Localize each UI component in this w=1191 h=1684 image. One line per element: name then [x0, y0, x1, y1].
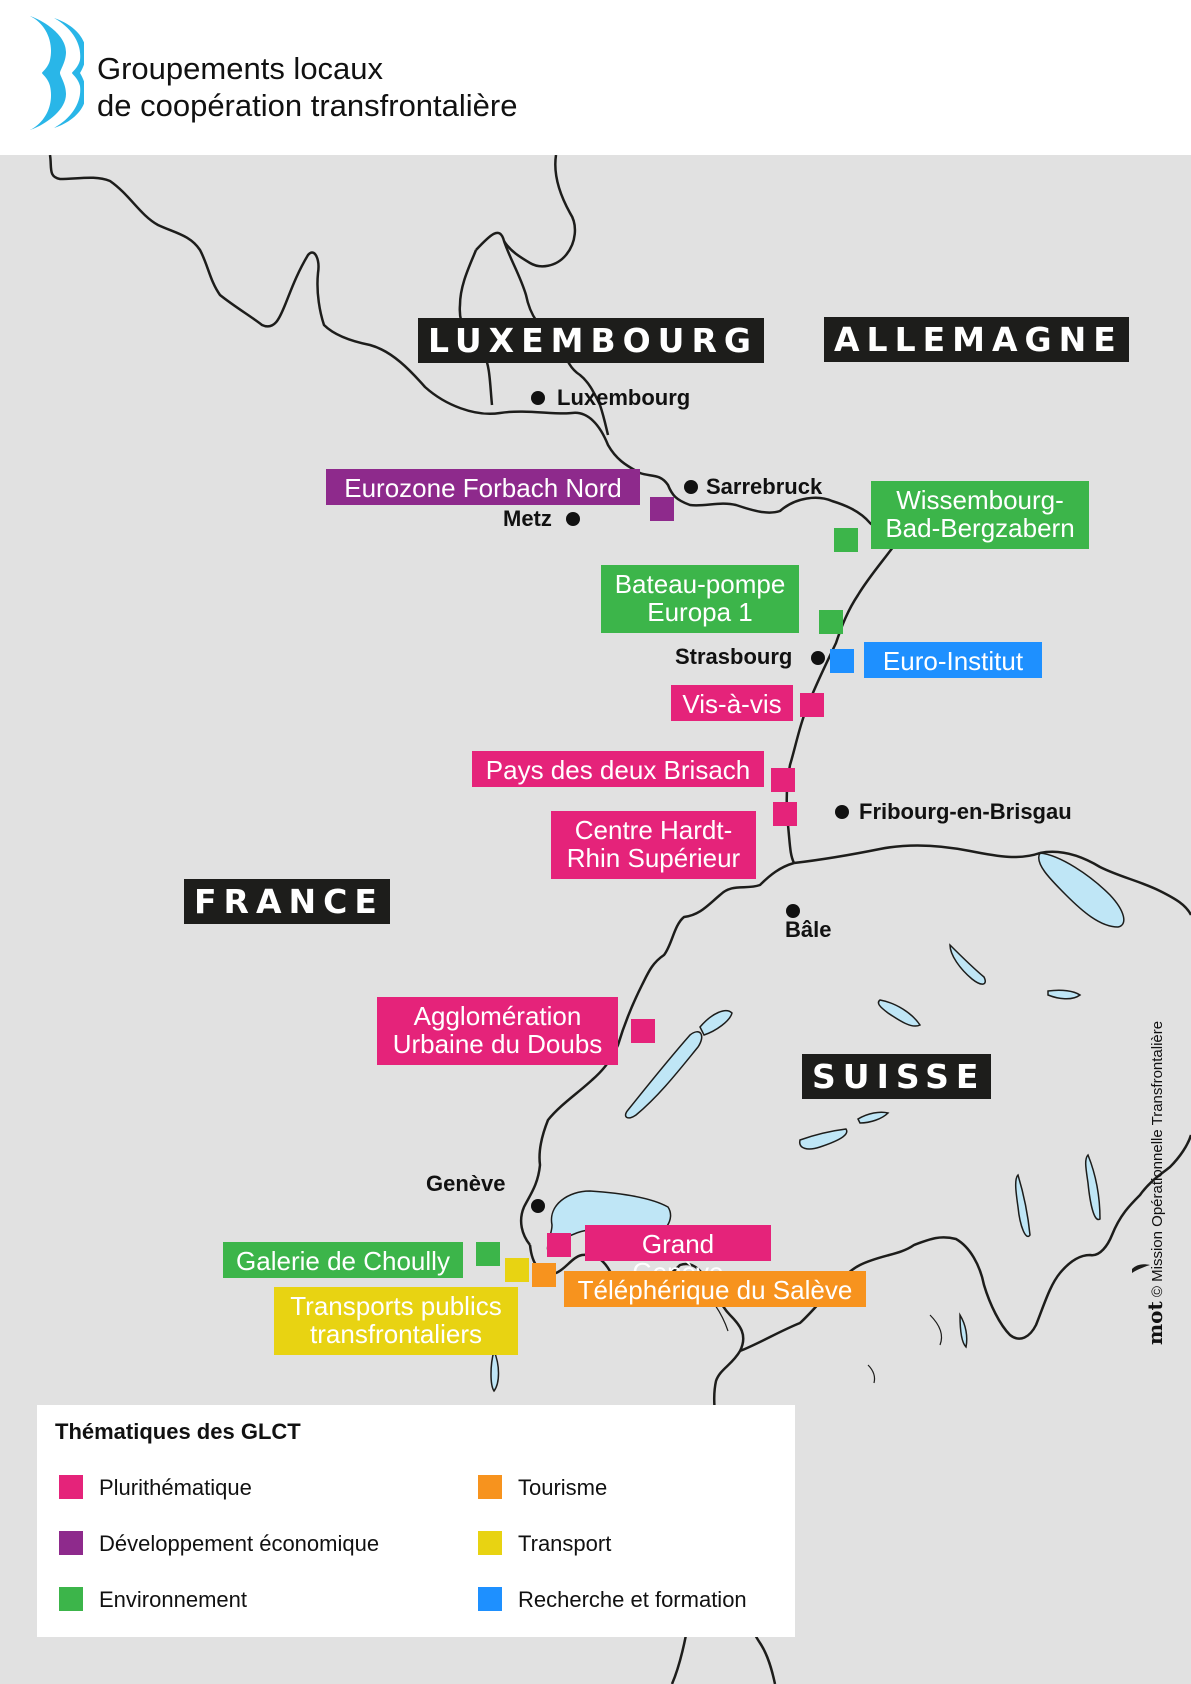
border-lux-north	[502, 155, 577, 268]
city-label-luxembourg: Luxembourg	[557, 385, 691, 410]
lake-maggiore	[1014, 1173, 1031, 1238]
credit-logo-mot: mot	[1143, 1301, 1167, 1345]
lake-lucerne	[877, 999, 922, 1027]
lake-neuchatel	[624, 1031, 703, 1119]
glct-marker-bateau	[819, 610, 843, 634]
legend-swatch	[59, 1531, 83, 1555]
city-label-sarrebruck: Sarrebruck	[706, 474, 823, 499]
lake-zurich	[949, 943, 986, 985]
glct-marker-brisach	[771, 768, 795, 792]
glct-label-wissembourg: Wissembourg- Bad-Bergzabern	[871, 481, 1089, 549]
glct-label-visavis: Vis-à-vis	[671, 685, 793, 721]
city-dot-bale	[786, 904, 800, 918]
city-dot-sarrebruck	[684, 480, 698, 494]
legend-label: Recherche et formation	[518, 1587, 747, 1612]
lake-thun	[799, 1128, 848, 1150]
country-label-allemagne: ALLEMAGNE	[824, 317, 1129, 362]
glct-marker-saleve	[532, 1263, 556, 1287]
legend-label: Plurithématique	[99, 1475, 252, 1500]
bracket-logo-icon	[30, 16, 84, 130]
glct-label-doubs: Agglomération Urbaine du Doubs	[377, 997, 618, 1065]
city-label-bale: Bâle	[785, 917, 832, 942]
legend-label: Développement économique	[99, 1531, 380, 1556]
glct-label-brisach: Pays des deux Brisach	[472, 751, 764, 787]
border-swiss-italy	[739, 1134, 1191, 1353]
legend-label: Environnement	[99, 1587, 247, 1612]
glct-label-transports: Transports publics transfrontaliers	[274, 1287, 518, 1355]
lake-walensee	[1047, 989, 1082, 1000]
border-north	[48, 155, 899, 542]
glct-marker-wissembourg	[834, 528, 858, 552]
lake-brienz	[857, 1111, 890, 1124]
border-swiss-west	[519, 861, 795, 1246]
country-label-suisse: SUISSE	[802, 1054, 992, 1099]
page-title: Groupements locaux de coopération transf…	[97, 50, 517, 124]
glct-label-eurozone: Eurozone Forbach Nord	[326, 469, 640, 505]
mot-logo-icon	[1132, 1264, 1150, 1273]
lake-ticino	[959, 1312, 968, 1349]
lake-annecy	[490, 1348, 500, 1393]
glct-marker-grandgeneve	[547, 1233, 571, 1257]
city-dot-luxembourg	[531, 391, 545, 405]
glct-marker-visavis	[800, 693, 824, 717]
title-line-2: de coopération transfrontalière	[97, 88, 518, 123]
glct-label-euroinstitut: Euro-Institut	[864, 642, 1042, 678]
legend-title: Thématiques des GLCT	[55, 1419, 301, 1444]
legend: Thématiques des GLCT Plurithématique Dév…	[37, 1405, 795, 1637]
city-dot-strasbourg	[811, 651, 825, 665]
country-label-france: FRANCE	[184, 879, 390, 924]
lake-biel	[699, 1009, 733, 1036]
border-swiss-austria	[1039, 850, 1191, 916]
lake-como	[1084, 1153, 1101, 1221]
title-line-1: Groupements locaux	[97, 51, 384, 86]
city-dot-geneve	[531, 1199, 545, 1213]
city-label-fribourg: Fribourg-en-Brisgau	[859, 799, 1072, 824]
city-label-geneve: Genève	[426, 1171, 506, 1196]
lake-constance	[1037, 852, 1125, 928]
glct-label-grandgeneve: Grand Genève	[585, 1225, 771, 1286]
legend-swatch	[478, 1475, 502, 1499]
country-label-luxembourg: LUXEMBOURG	[418, 318, 764, 363]
glct-label-hardt: Centre Hardt- Rhin Supérieur	[551, 811, 756, 879]
rhine-high	[793, 844, 1041, 865]
glct-marker-hardt	[773, 802, 797, 826]
city-label-strasbourg: Strasbourg	[675, 644, 793, 669]
city-label-metz: Metz	[503, 506, 552, 531]
glct-marker-choully	[476, 1242, 500, 1266]
glct-label-bateau: Bateau-pompe Europa 1	[601, 565, 799, 633]
legend-label: Transport	[518, 1531, 612, 1556]
glct-marker-doubs	[631, 1019, 655, 1043]
header: Groupements locaux de coopération transf…	[0, 0, 1191, 155]
legend-swatch	[59, 1587, 83, 1611]
legend-label: Tourisme	[518, 1475, 608, 1500]
glct-marker-transports	[505, 1258, 529, 1282]
glct-label-saleve: Téléphérique du Salève	[564, 1271, 866, 1307]
glct-marker-eurozone	[650, 497, 674, 521]
glct-label-choully: Galerie de Choully	[223, 1242, 463, 1278]
legend-swatch	[478, 1587, 502, 1611]
credit: mot © Mission Opérationnelle Transfronta…	[1143, 1021, 1167, 1365]
legend-swatch	[478, 1531, 502, 1555]
glct-marker-euroinstitut	[830, 649, 854, 673]
city-dot-metz	[566, 512, 580, 526]
legend-swatch	[59, 1475, 83, 1499]
city-dot-fribourg	[835, 805, 849, 819]
